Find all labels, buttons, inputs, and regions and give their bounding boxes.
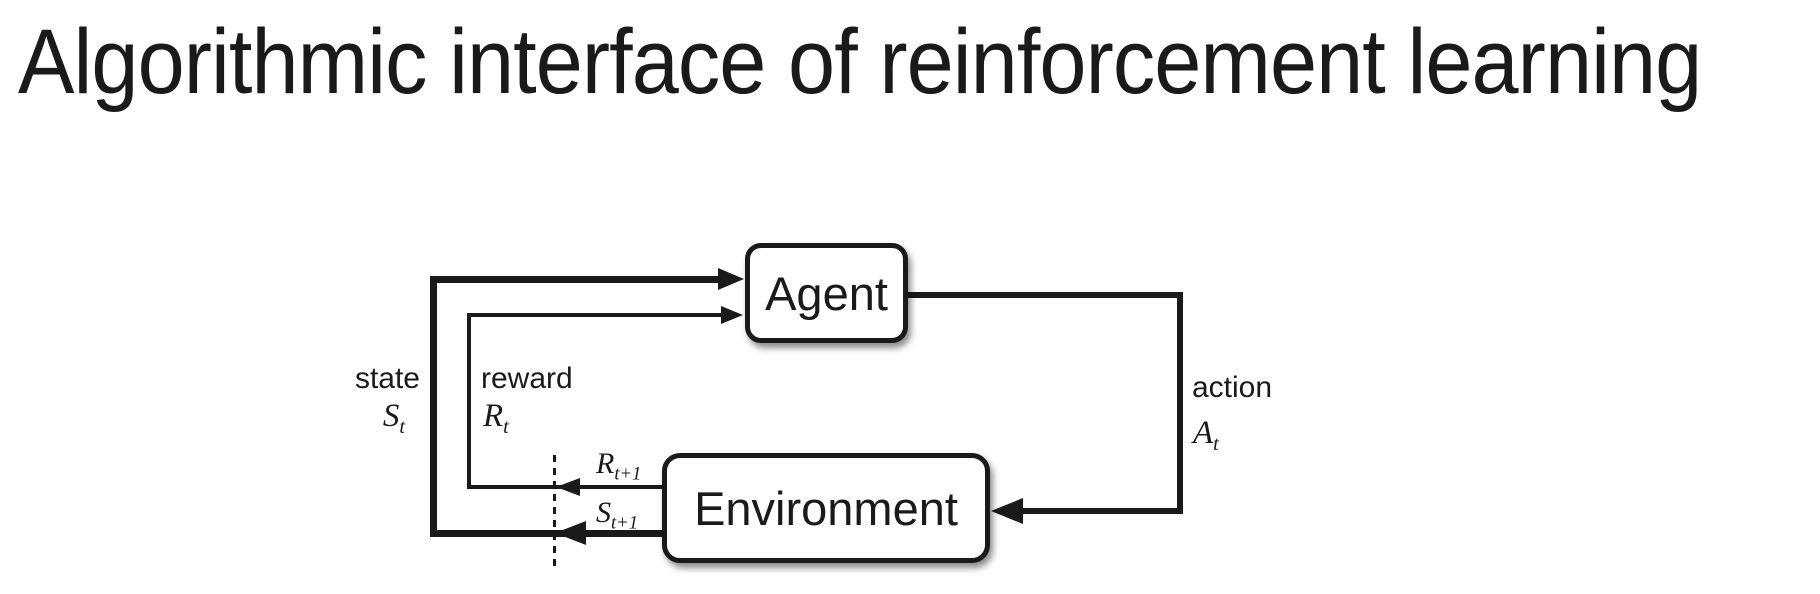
agent-label: Agent [765,266,888,320]
action-symbol: At [1193,415,1219,455]
reward-arrowhead-into-agent [721,306,743,324]
action-edge-label: action [1192,371,1273,404]
environment-label: Environment [694,481,958,535]
action-symbol-base: A [1193,415,1214,451]
reward-line-vertical [467,313,471,489]
action-symbol-subscript: t [1213,433,1219,456]
state-symbol-base: S [382,398,400,434]
reward-symbol-subscript: t [503,416,509,439]
page-title: Algorithmic interface of reinforcement l… [18,11,1702,113]
state-line-top [430,276,720,283]
action-line-top [908,292,1183,298]
state-next-symbol: St+1 [596,496,638,533]
environment-box: Environment [662,453,990,563]
reward-edge-label: reward [481,362,573,395]
state-edge-label: state [354,362,420,395]
state-symbol-subscript: t [399,416,405,439]
reward-next-symbol-subscript: t+1 [614,463,642,485]
reward-arrowhead-at-boundary [556,478,580,496]
agent-box: Agent [745,243,908,343]
reward-next-symbol: Rt+1 [596,447,641,484]
state-arrowhead-into-agent [718,268,744,290]
action-arrowhead-into-environment [991,498,1023,524]
state-line-bottom [430,530,670,537]
state-symbol: St [330,398,405,438]
time-boundary-dashed-line [553,455,556,567]
reward-next-symbol-base: R [596,447,615,480]
reward-line-top [467,313,723,317]
action-line-vertical [1177,292,1183,514]
state-next-symbol-base: S [596,496,611,529]
state-next-symbol-subscript: t+1 [611,512,639,534]
action-line-bottom [1013,508,1183,514]
state-arrowhead-at-boundary [555,521,586,545]
reward-symbol: Rt [483,398,509,438]
reward-symbol-base: R [483,398,504,434]
state-line-vertical [430,276,437,537]
